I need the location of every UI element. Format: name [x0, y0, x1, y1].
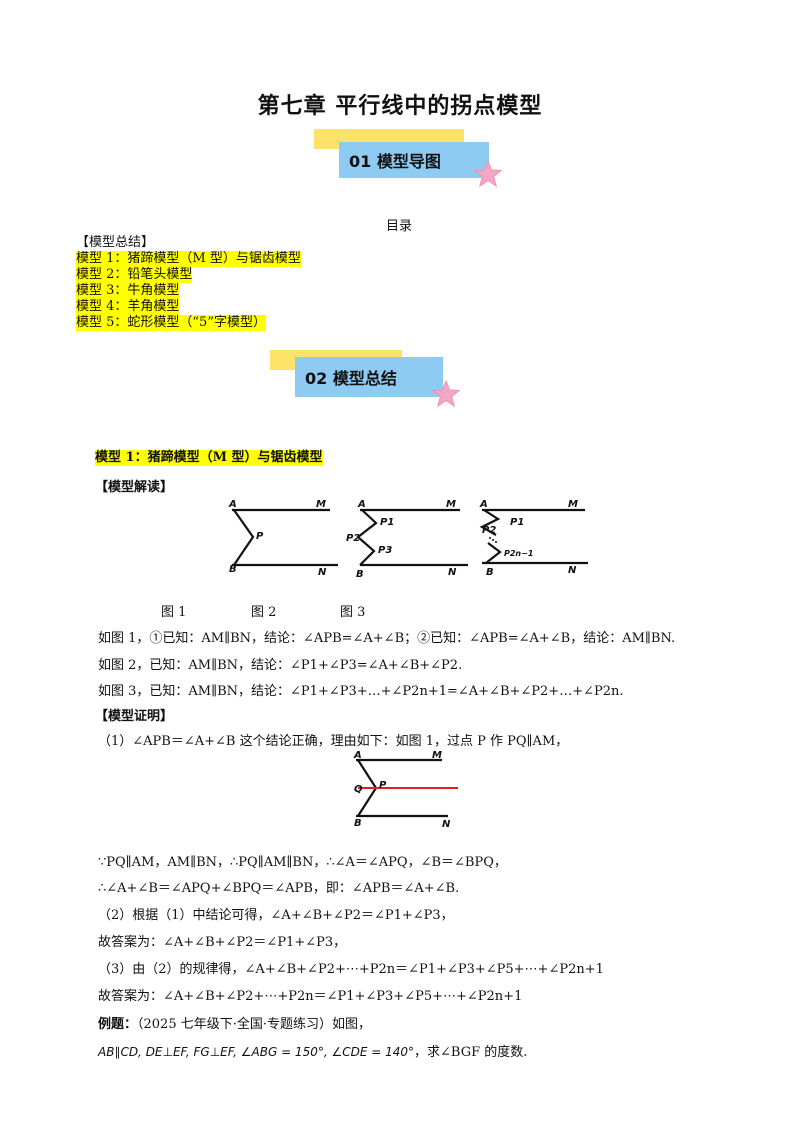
- point-label: A: [357, 499, 366, 510]
- proof-line: 故答案为：∠A+∠B+∠P2+⋯+P2n＝∠P1+∠P3+∠P5+⋯+∠P2n+…: [98, 989, 523, 1004]
- point-label: M: [446, 499, 456, 510]
- proof-figure: A M Q P B N: [353, 750, 458, 830]
- example-question: AB∥CD, DE⊥EF, FG⊥EF, ∠ABG = 150°, ∠CDE =…: [98, 1041, 527, 1060]
- point-label: A: [228, 499, 237, 510]
- toc-group: 【模型总结】: [76, 235, 155, 250]
- point-label: N: [442, 819, 451, 830]
- section-title: 模型 1：猪蹄模型（M 型）与锯齿模型: [95, 450, 323, 466]
- model-statement: 如图 2，已知：AM∥BN，结论：∠P1+∠P3=∠A+∠B+∠P2.: [98, 658, 463, 673]
- example-ask: ，求∠BGF 的度数.: [414, 1045, 528, 1060]
- point-label: N: [318, 567, 327, 578]
- figure-label: 图 1: [161, 605, 187, 620]
- point-label: A: [353, 750, 362, 761]
- point-label: Q: [354, 784, 363, 795]
- model-statement: 如图 1，①已知：AM∥BN，结论：∠APB=∠A+∠B；②已知：∠APB=∠A…: [98, 631, 676, 646]
- point-label: P3: [378, 545, 392, 556]
- banner-label: 01 模型导图: [349, 152, 441, 171]
- point-label: M: [568, 499, 578, 510]
- toc-item[interactable]: 模型 3：牛角模型: [76, 283, 180, 299]
- example-condition: AB∥CD, DE⊥EF, FG⊥EF, ∠ABG = 150°, ∠CDE =…: [98, 1045, 415, 1059]
- proof-line: 故答案为：∠A+∠B+∠P2＝∠P1+∠P3，: [98, 935, 347, 950]
- proof-heading: 【模型证明】: [95, 709, 174, 724]
- star-icon: [474, 160, 502, 188]
- toc-item[interactable]: 模型 5：蛇形模型（“5”字模型）: [76, 315, 266, 331]
- point-label: B: [354, 818, 362, 829]
- point-label: P1: [380, 517, 394, 528]
- banner-label: 02 模型总结: [305, 369, 397, 388]
- example-label: 例题：: [98, 1017, 138, 1032]
- model-figures: A M P B N A M P1 P2 P3 B N A M P1 P2 P2n…: [228, 499, 588, 580]
- point-label: M: [316, 499, 326, 510]
- point-label: N: [448, 567, 457, 578]
- toc-item[interactable]: 模型 2：铅笔头模型: [76, 267, 193, 283]
- point-label: P2: [482, 525, 496, 536]
- proof-line: （2）根据（1）中结论可得，∠A+∠B+∠P2＝∠P1+∠P3，: [98, 908, 454, 923]
- toc-heading: 目录: [386, 219, 413, 234]
- point-label: B: [486, 567, 494, 578]
- proof-line: （3）由（2）的规律得，∠A+∠B+∠P2+⋯+P2n＝∠P1+∠P3+∠P5+…: [98, 962, 604, 977]
- point-label: M: [432, 750, 442, 761]
- banner-model-summary: 02 模型总结: [295, 357, 443, 397]
- point-label: B: [229, 564, 237, 575]
- proof-line: ∵PQ∥AM，AM∥BN，∴PQ∥AM∥BN，∴∠A＝∠APQ，∠B＝∠BPQ，: [98, 855, 507, 870]
- point-label: P1: [510, 517, 524, 528]
- example: 例题：（2025 七年级下·全国·专题练习）如图，: [98, 1013, 371, 1032]
- toc-item[interactable]: 模型 4：羊角模型: [76, 299, 180, 315]
- proof-line: ∴∠A+∠B＝∠APQ+∠BPQ＝∠APB，即：∠APB＝∠A+∠B.: [98, 881, 460, 896]
- point-label: P: [379, 780, 387, 791]
- example-source: （2025 七年级下·全国·专题练习）如图，: [137, 1017, 371, 1032]
- point-label: N: [568, 565, 577, 576]
- point-label: P2: [346, 533, 360, 544]
- figure-label: 图 2: [251, 605, 277, 620]
- point-label: P2n−1: [504, 549, 533, 558]
- interpret-heading: 【模型解读】: [95, 480, 174, 495]
- point-label: A: [479, 499, 488, 510]
- figure-label: 图 3: [340, 605, 366, 620]
- point-label: B: [356, 569, 364, 580]
- proof-line: （1）∠APB＝∠A+∠B 这个结论正确，理由如下：如图 1，过点 P 作 PQ…: [98, 734, 569, 749]
- banner-model-map: 01 模型导图: [339, 142, 489, 178]
- toc-item[interactable]: 模型 1：猪蹄模型（M 型）与锯齿模型: [76, 251, 301, 267]
- model-statement: 如图 3，已知：AM∥BN，结论：∠P1+∠P3+…+∠P2n+1=∠A+∠B+…: [98, 684, 624, 699]
- point-label: P: [256, 531, 264, 542]
- page-title: 第七章 平行线中的拐点模型: [257, 94, 543, 119]
- star-icon: [432, 380, 460, 408]
